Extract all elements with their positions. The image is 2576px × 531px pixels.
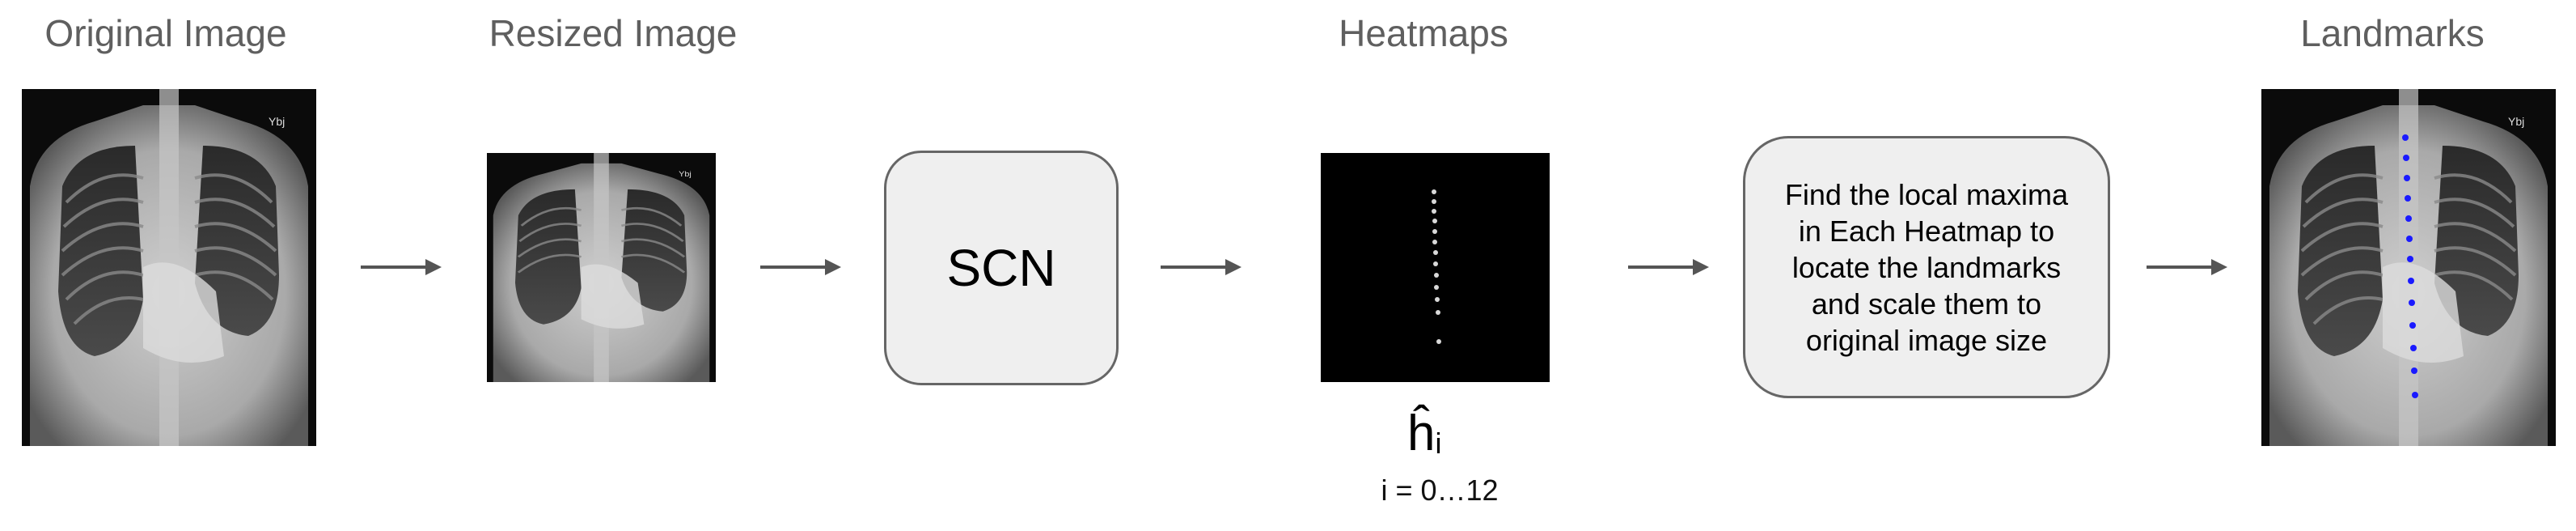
heatmaps-title: Heatmaps: [1339, 12, 1508, 54]
arrow-3: [1161, 251, 1241, 283]
landmark-dots: [2402, 134, 2418, 398]
resized-image-title: Resized Image: [489, 12, 738, 54]
scn-network-box: SCN: [884, 151, 1119, 385]
landmarks-xray-drawing: Ybj: [2261, 89, 2556, 446]
arrow-5: [2147, 251, 2227, 283]
xray-drawing: Ybj: [22, 89, 316, 446]
heatmap-dots: [1432, 189, 1441, 344]
heatmap-drawing: [1321, 153, 1550, 382]
arrow-4: [1628, 251, 1709, 283]
local-maxima-box: Find the local maxima in Each Heatmap to…: [1743, 136, 2110, 398]
resized-xray-image: Ybj: [487, 153, 716, 382]
resized-xray-marker: Ybj: [679, 171, 692, 179]
local-maxima-label: Find the local maxima in Each Heatmap to…: [1784, 177, 2069, 357]
original-image-title: Original Image: [44, 12, 287, 54]
resized-xray-drawing: Ybj: [487, 153, 716, 382]
arrow-2: [760, 251, 841, 283]
scn-label: SCN: [946, 239, 1056, 297]
landmarks-xray-image: Ybj: [2261, 89, 2556, 446]
heatmap-symbol-index: i: [1435, 427, 1442, 460]
landmarks-title: Landmarks: [2300, 12, 2485, 54]
heatmap-symbol-h: ĥ: [1407, 406, 1436, 461]
heatmap-range: i = 0…12: [1381, 474, 1499, 507]
heatmap-symbol: ĥi: [1407, 405, 1441, 462]
xray-marker: Ybj: [269, 115, 285, 128]
landmarks-xray-marker: Ybj: [2508, 115, 2524, 128]
heatmap-image: [1321, 153, 1550, 382]
original-xray-image: Ybj: [22, 89, 316, 446]
arrow-1: [361, 251, 442, 283]
